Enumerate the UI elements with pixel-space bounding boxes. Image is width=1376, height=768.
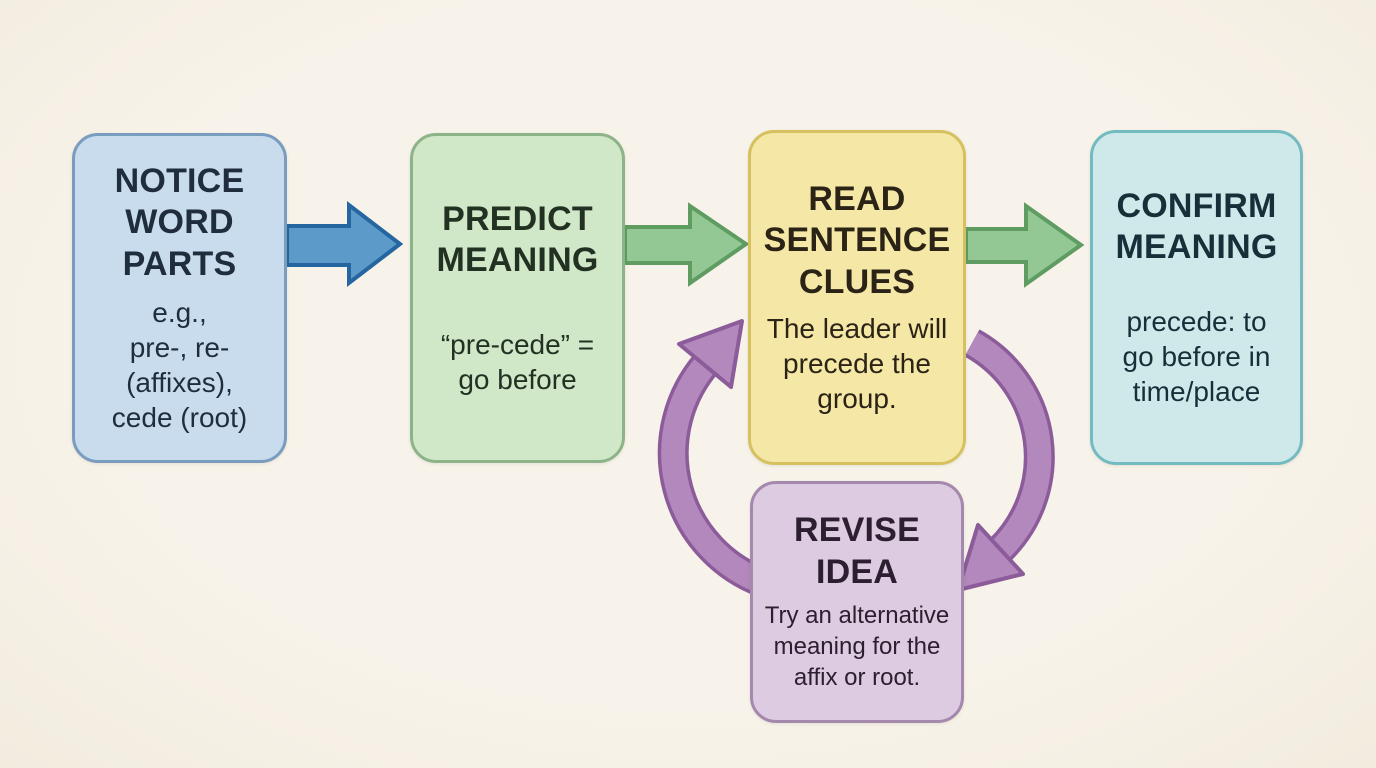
step-example-text: “pre-cede” = go before (440, 329, 595, 396)
arrow-right-icon (623, 202, 750, 287)
revise-to-read-arc (661, 357, 767, 594)
step-revise-idea: REVISE IDEA Try an alternative meaning f… (750, 481, 964, 723)
curved-arrow-down-icon (956, 329, 1055, 592)
predict-to-read-arrow (623, 202, 750, 287)
arrow-right-icon (964, 202, 1085, 288)
step-example-text: e.g., pre-, re- (affixes), cede (root) (111, 297, 248, 434)
step-notice-word-parts: NOTICE WORD PARTS e.g., pre-, re- (affix… (72, 133, 287, 463)
step-example-text: The leader will precede the group. (766, 313, 948, 415)
step-confirm-meaning: CONFIRM MEANING precede: to go before in… (1090, 130, 1303, 465)
step-heading: PREDICT MEANING (436, 199, 599, 279)
step-predict-meaning: PREDICT MEANING “pre-cede” = go before (410, 133, 625, 463)
step-heading: REVISE IDEA (794, 511, 920, 591)
step-example-text: Try an alternative meaning for the affix… (764, 602, 950, 691)
arrow-right-icon (285, 200, 404, 288)
read-to-revise-arc (966, 332, 1052, 559)
step-heading: READ SENTENCE CLUES (763, 179, 951, 301)
notice-to-predict-arrow (285, 200, 404, 288)
read-to-confirm-arrow (964, 202, 1085, 288)
revise-to-read-arrowhead (677, 319, 744, 389)
step-heading: CONFIRM MEANING (1115, 186, 1278, 266)
curved-arrow-up-icon (657, 319, 768, 597)
step-heading: NOTICE WORD PARTS (114, 161, 245, 283)
step-read-sentence-clues: READ SENTENCE CLUES The leader will prec… (748, 130, 966, 465)
read-to-revise-arrowhead (956, 523, 1025, 592)
step-example-text: precede: to go before in time/place (1122, 306, 1271, 408)
